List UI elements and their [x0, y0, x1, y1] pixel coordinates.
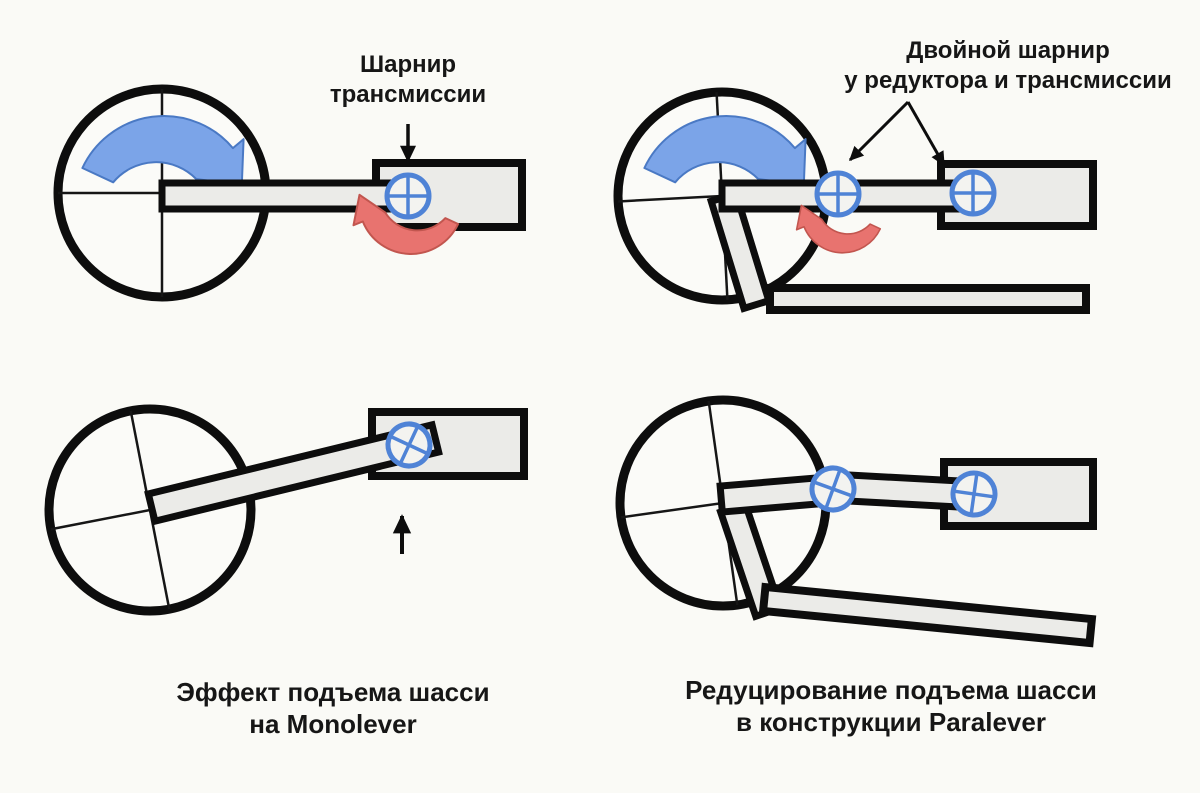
double-joint-label: Двойной шарнир у редуктора и трансмиссии: [844, 36, 1171, 96]
paralever-lifted-diagram: [615, 395, 1097, 648]
label-leader-arrow-left-icon: [848, 100, 910, 162]
swingarm-driveshaft: [144, 420, 443, 526]
single-joint-label: Шарнир трансмиссии: [330, 50, 486, 110]
single-joint-label-line2: трансмиссии: [329, 81, 487, 108]
torque-reaction-arm: [758, 582, 1097, 648]
double-joint-label-line2: у редуктора и трансмиссии: [844, 67, 1172, 94]
universal-joint-icon-gearbox-side: [817, 173, 859, 215]
universal-joint-icon-transmission-side: [952, 172, 994, 214]
monolever-lifted-diagram: [44, 404, 528, 616]
label-leader-arrow-right-icon: [906, 101, 946, 167]
single-joint-label-line1: Шарнир: [359, 51, 457, 78]
universal-joint-icon: [387, 175, 429, 217]
monolever-caption-line1: Эффект подъема шасси: [176, 677, 490, 707]
universal-joint-icon-transmission-side: [950, 470, 997, 517]
double-joint-label-line1: Двойной шарнир: [906, 37, 1110, 64]
paralever-caption-line2: в конструкции Paralever: [736, 707, 1046, 737]
monolever-caption-line2: на Monolever: [249, 709, 417, 739]
torque-reaction-arm: [766, 284, 1090, 314]
monolever-caption: Эффект подъема шасси на Monolever: [176, 676, 489, 740]
paralever-caption-line1: Редуцирование подъема шасси: [685, 675, 1097, 705]
paralever-top-diagram: [613, 87, 1097, 314]
monolever-top-diagram: [53, 84, 526, 302]
paralever-caption: Редуцирование подъема шасси в конструкци…: [685, 674, 1097, 738]
